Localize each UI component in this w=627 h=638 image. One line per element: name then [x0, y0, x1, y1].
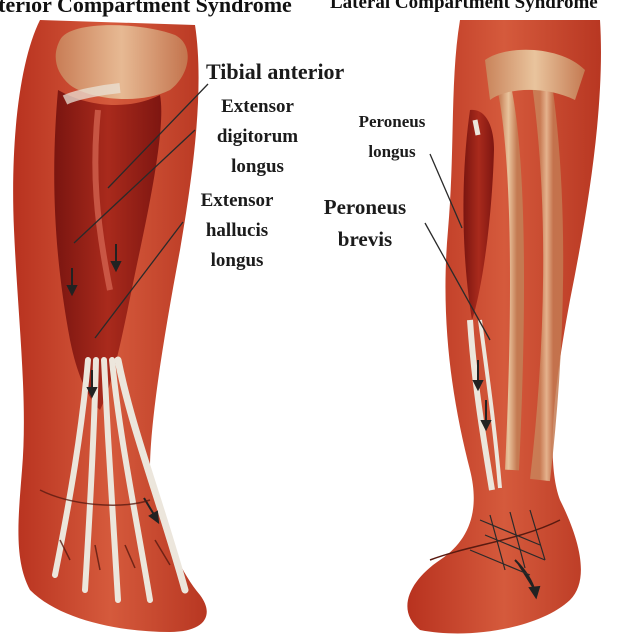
label-line: longus: [172, 250, 302, 280]
label-line: Peroneus: [296, 196, 434, 228]
label-extensor-digitorum-longus: Extensor digitorum longus: [190, 96, 325, 186]
label-line: longus: [190, 156, 325, 186]
label-line: Peroneus: [336, 112, 448, 142]
label-line: digitorum: [190, 126, 325, 156]
right-figure-title: Lateral Compartment Syndrome: [330, 0, 598, 14]
left-leg-anterior: [13, 20, 207, 632]
label-extensor-hallucis-longus: Extensor hallucis longus: [172, 190, 302, 280]
label-line: longus: [336, 142, 448, 172]
label-line: Tibial anterior: [206, 60, 344, 85]
label-tibial-anterior: Tibial anterior: [206, 60, 344, 85]
label-line: brevis: [296, 228, 434, 260]
label-line: Extensor: [172, 190, 302, 220]
label-line: hallucis: [172, 220, 302, 250]
label-peroneus-longus: Peroneus longus: [336, 112, 448, 172]
label-line: Extensor: [190, 96, 325, 126]
left-figure-title: Anterior Compartment Syndrome: [0, 0, 292, 18]
label-peroneus-brevis: Peroneus brevis: [296, 196, 434, 260]
